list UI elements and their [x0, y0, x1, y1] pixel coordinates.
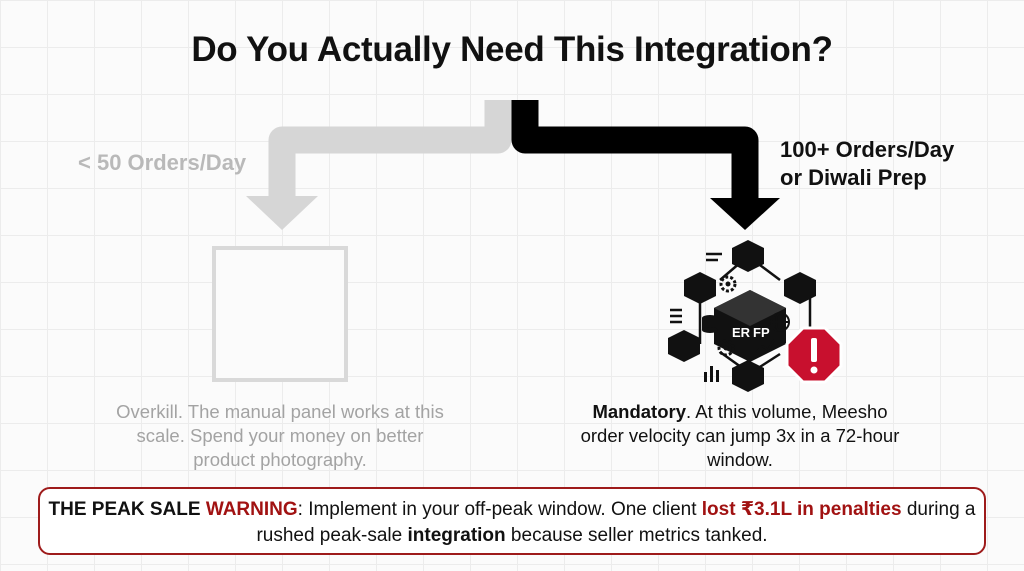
right-branch-description-rest: . At this volume, Meesho order velocity … [580, 401, 900, 470]
warning-octagon-icon [785, 326, 843, 384]
warning-prefix: THE PEAK SALE [48, 499, 206, 520]
right-branch-description-lead: Mandatory [592, 401, 686, 422]
right-branch-arrowhead [710, 198, 780, 230]
left-branch-label: < 50 Orders/Day [78, 150, 247, 175]
right-branch-label: 100+ Orders/Day or Diwali Prep [780, 136, 1010, 192]
left-branch-arrowhead [246, 196, 318, 230]
cube-label-left: ER [732, 325, 751, 340]
gear-icon [717, 275, 737, 357]
erp-cube-network-icon: ER FP [660, 232, 860, 402]
warning-text-1: : Implement in your off-peak window. One… [297, 499, 702, 520]
bar-chart-icon [704, 339, 775, 382]
right-branch-label-line1: 100+ Orders/Day [780, 137, 955, 162]
globe-icon [770, 312, 790, 332]
empty-placeholder-box [212, 246, 348, 382]
right-branch-label-line2: or Diwali Prep [780, 165, 927, 190]
warning-loss-amount: lost ₹3.1L in penalties [701, 499, 902, 520]
page-title: Do You Actually Need This Integration? [191, 30, 833, 69]
warning-text-2: during a rushed peak-sale [256, 499, 976, 546]
cube-label-right: FP [753, 325, 770, 340]
warning-emphasis: integration [407, 525, 506, 546]
warning-keyword: WARNING [205, 499, 298, 520]
warning-text-3: because seller metrics tanked. [505, 525, 768, 546]
database-icon [702, 315, 718, 333]
right-branch-description: Mandatory. At this volume, Meesho order … [580, 400, 900, 472]
right-branch-arrow [511, 100, 759, 198]
left-branch-description: Overkill. The manual panel works at this… [116, 401, 444, 470]
peak-sale-warning-box: THE PEAK SALE WARNING: Implement in your… [38, 487, 986, 555]
left-branch-arrow [268, 100, 512, 196]
